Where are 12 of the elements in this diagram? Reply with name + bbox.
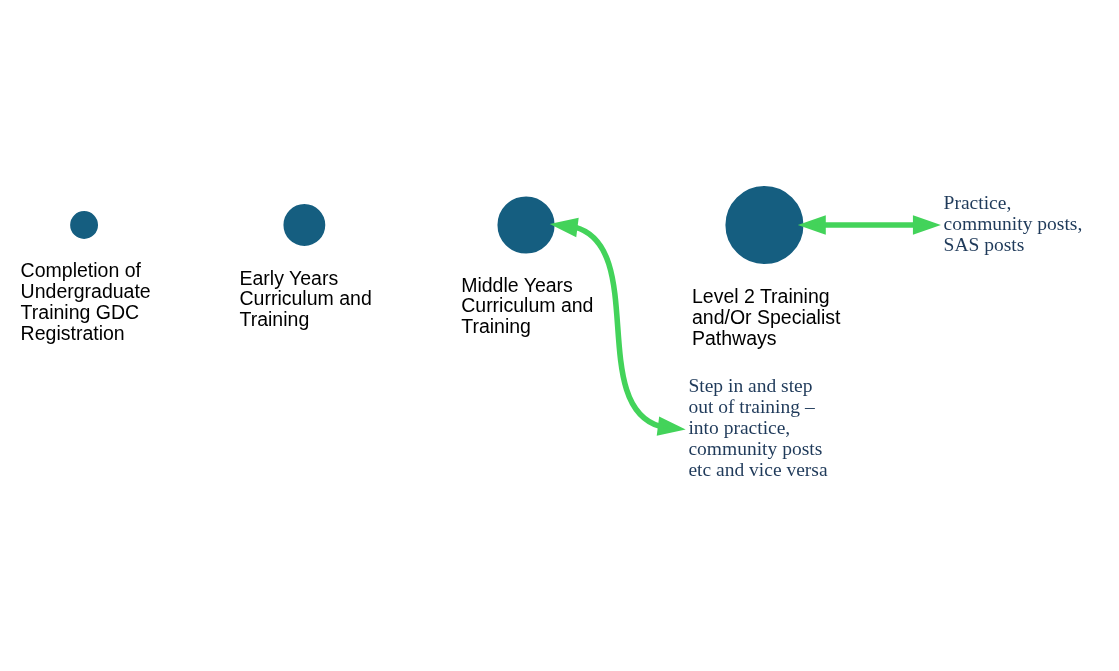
- node-label: Early Years Curriculum and Training: [239, 266, 372, 331]
- node-circle: [280, 201, 329, 249]
- arrow: [549, 217, 686, 436]
- node-text: Practice, community posts, SAS posts: [943, 192, 1083, 256]
- node-label: Level 2 Training and/Or Specialist Pathways: [691, 284, 841, 349]
- node-label: Completion of Undergraduate Training GDC Registration: [20, 258, 151, 344]
- node-text: Step in and step out of training – into practice, community posts etc and vice versa: [688, 374, 828, 480]
- node-circle: [67, 208, 101, 242]
- node-circle: [494, 193, 558, 257]
- node-label: Middle Years Curriculum and Training: [461, 273, 594, 338]
- arrow: [797, 215, 941, 235]
- node-circle: [722, 183, 807, 267]
